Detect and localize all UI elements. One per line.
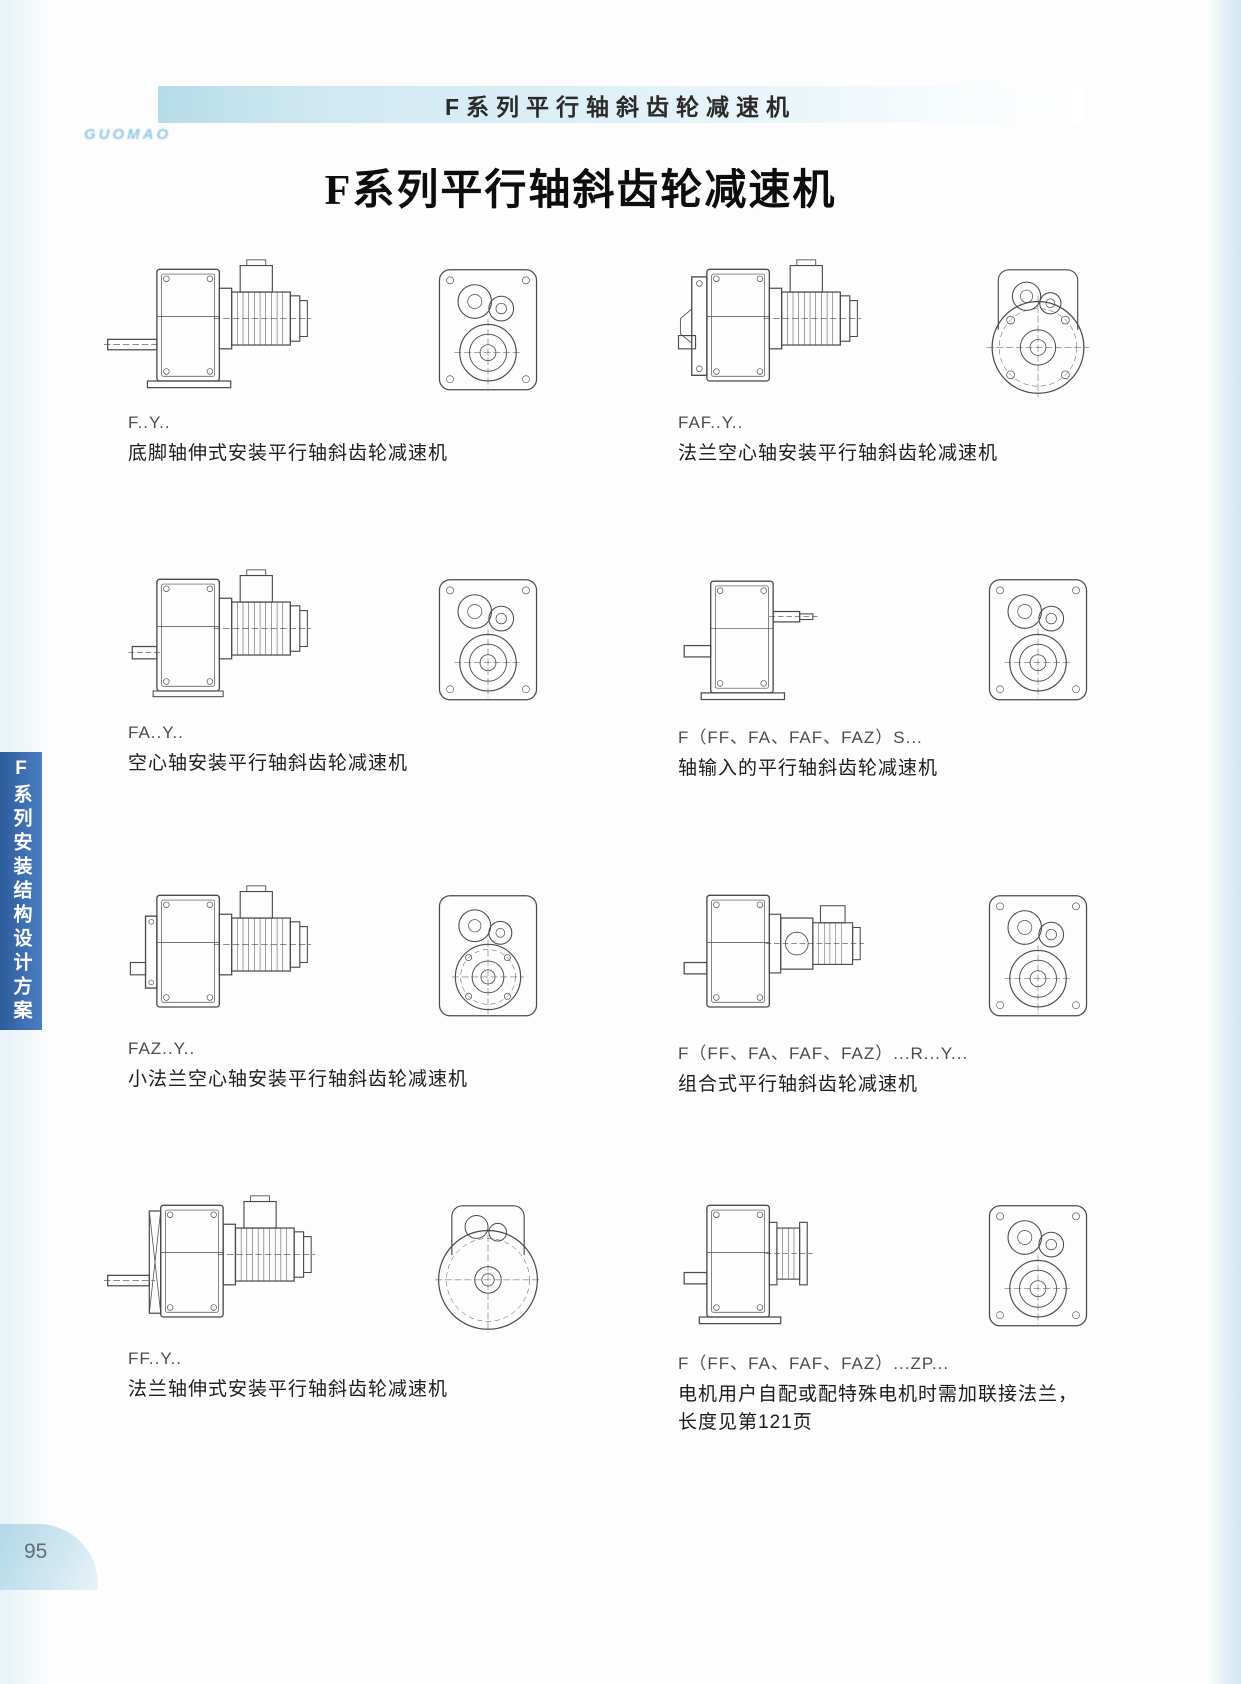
drawing-fs-side-view	[652, 558, 917, 718]
product-desc: 空心轴安装平行轴斜齿轮减速机	[128, 753, 409, 774]
product-desc: 轴输入的平行轴斜齿轮减速机	[678, 758, 939, 779]
drawing-fr-front-view	[988, 895, 1088, 1017]
product-cell-fr: F（FF、FA、FAF、FAZ）...R...Y... 组合式平行轴斜齿轮减速机	[652, 872, 1197, 1099]
product-cell-fa: FA..Y.. 空心轴安装平行轴斜齿轮减速机	[102, 556, 647, 778]
drawing-ff-front-view	[434, 1205, 542, 1334]
page-number: 95	[24, 1540, 48, 1563]
product-cell-f: F..Y.. 底脚轴伸式安装平行轴斜齿轮减速机	[102, 246, 647, 468]
product-cell-faz: FAZ..Y.. 小法兰空心轴安装平行轴斜齿轮减速机	[102, 872, 647, 1094]
product-cell-ff: FF..Y.. 法兰轴伸式安装平行轴斜齿轮减速机	[102, 1182, 647, 1404]
drawing-fs-front-view	[988, 579, 1088, 701]
drawing-faz-front-view	[438, 895, 538, 1017]
product-code: F..Y..	[128, 413, 171, 432]
product-caption: F（FF、FA、FAF、FAZ）S... 轴输入的平行轴斜齿轮减速机	[652, 723, 1197, 783]
drawing-fzp-side-view	[652, 1184, 917, 1344]
drawing-faf-front-view	[986, 269, 1090, 398]
product-desc: 底脚轴伸式安装平行轴斜齿轮减速机	[128, 443, 449, 464]
side-tab-label: F系列安装结构设计方案	[10, 758, 32, 1024]
product-desc: 法兰轴伸式安装平行轴斜齿轮减速机	[128, 1379, 449, 1400]
product-cell-fs: F（FF、FA、FAF、FAZ）S... 轴输入的平行轴斜齿轮减速机	[652, 556, 1197, 783]
drawing-fr-side-view	[652, 874, 917, 1034]
product-drawings	[652, 246, 1197, 408]
drawing-fa-front-view	[438, 579, 538, 701]
product-caption: FAZ..Y.. 小法兰空心轴安装平行轴斜齿轮减速机	[102, 1039, 647, 1094]
product-drawings	[102, 556, 647, 718]
drawing-faf-side-view	[652, 248, 917, 408]
product-caption: F..Y.. 底脚轴伸式安装平行轴斜齿轮减速机	[102, 413, 647, 468]
product-code: FA..Y..	[128, 723, 184, 742]
drawing-fzp-front-view	[988, 1205, 1088, 1327]
header-band: F系列平行轴斜齿轮减速机	[158, 86, 1083, 123]
product-desc: 组合式平行轴斜齿轮减速机	[678, 1074, 919, 1095]
product-code: F（FF、FA、FAF、FAZ）...ZP...	[678, 1354, 950, 1373]
product-caption: FA..Y.. 空心轴安装平行轴斜齿轮减速机	[102, 723, 647, 778]
drawing-fa-side-view	[102, 558, 367, 718]
page-number-badge: 95	[0, 1524, 98, 1590]
product-cell-fzp: F（FF、FA、FAF、FAZ）...ZP... 电机用户自配或配特殊电机时需加…	[652, 1182, 1197, 1436]
product-cell-faf: FAF..Y.. 法兰空心轴安装平行轴斜齿轮减速机	[652, 246, 1197, 468]
drawing-f-front-view	[438, 269, 538, 391]
drawing-faz-side-view	[102, 874, 367, 1034]
product-code: F（FF、FA、FAF、FAZ）S...	[678, 728, 923, 747]
product-drawings	[652, 1182, 1197, 1344]
product-desc: 法兰空心轴安装平行轴斜齿轮减速机	[678, 443, 999, 464]
brand-mark: GUOMAO	[84, 126, 172, 143]
product-drawings	[652, 872, 1197, 1034]
header-title: F系列平行轴斜齿轮减速机	[444, 93, 797, 120]
side-tab-f-series: F系列安装结构设计方案	[0, 752, 42, 1030]
drawing-ff-side-view	[102, 1184, 367, 1344]
product-caption: FF..Y.. 法兰轴伸式安装平行轴斜齿轮减速机	[102, 1349, 647, 1404]
product-drawings	[652, 556, 1197, 718]
product-drawings	[102, 246, 647, 408]
product-code: FAZ..Y..	[128, 1039, 196, 1058]
product-code: FAF..Y..	[678, 413, 744, 432]
product-caption: F（FF、FA、FAF、FAZ）...ZP... 电机用户自配或配特殊电机时需加…	[652, 1349, 1197, 1436]
right-edge-gradient	[1207, 0, 1241, 1684]
product-desc: 电机用户自配或配特殊电机时需加联接法兰，	[678, 1384, 1079, 1405]
product-desc: 小法兰空心轴安装平行轴斜齿轮减速机	[128, 1069, 469, 1090]
product-caption: FAF..Y.. 法兰空心轴安装平行轴斜齿轮减速机	[652, 413, 1197, 468]
product-code: F（FF、FA、FAF、FAZ）...R...Y...	[678, 1044, 969, 1063]
drawing-f-side-view	[102, 248, 367, 408]
product-desc-line2: 长度见第121页	[678, 1411, 813, 1433]
product-code: FF..Y..	[128, 1349, 182, 1368]
product-caption: F（FF、FA、FAF、FAZ）...R...Y... 组合式平行轴斜齿轮减速机	[652, 1039, 1197, 1099]
product-drawings	[102, 872, 647, 1034]
product-drawings	[102, 1182, 647, 1344]
page-title: F系列平行轴斜齿轮减速机	[324, 168, 837, 214]
